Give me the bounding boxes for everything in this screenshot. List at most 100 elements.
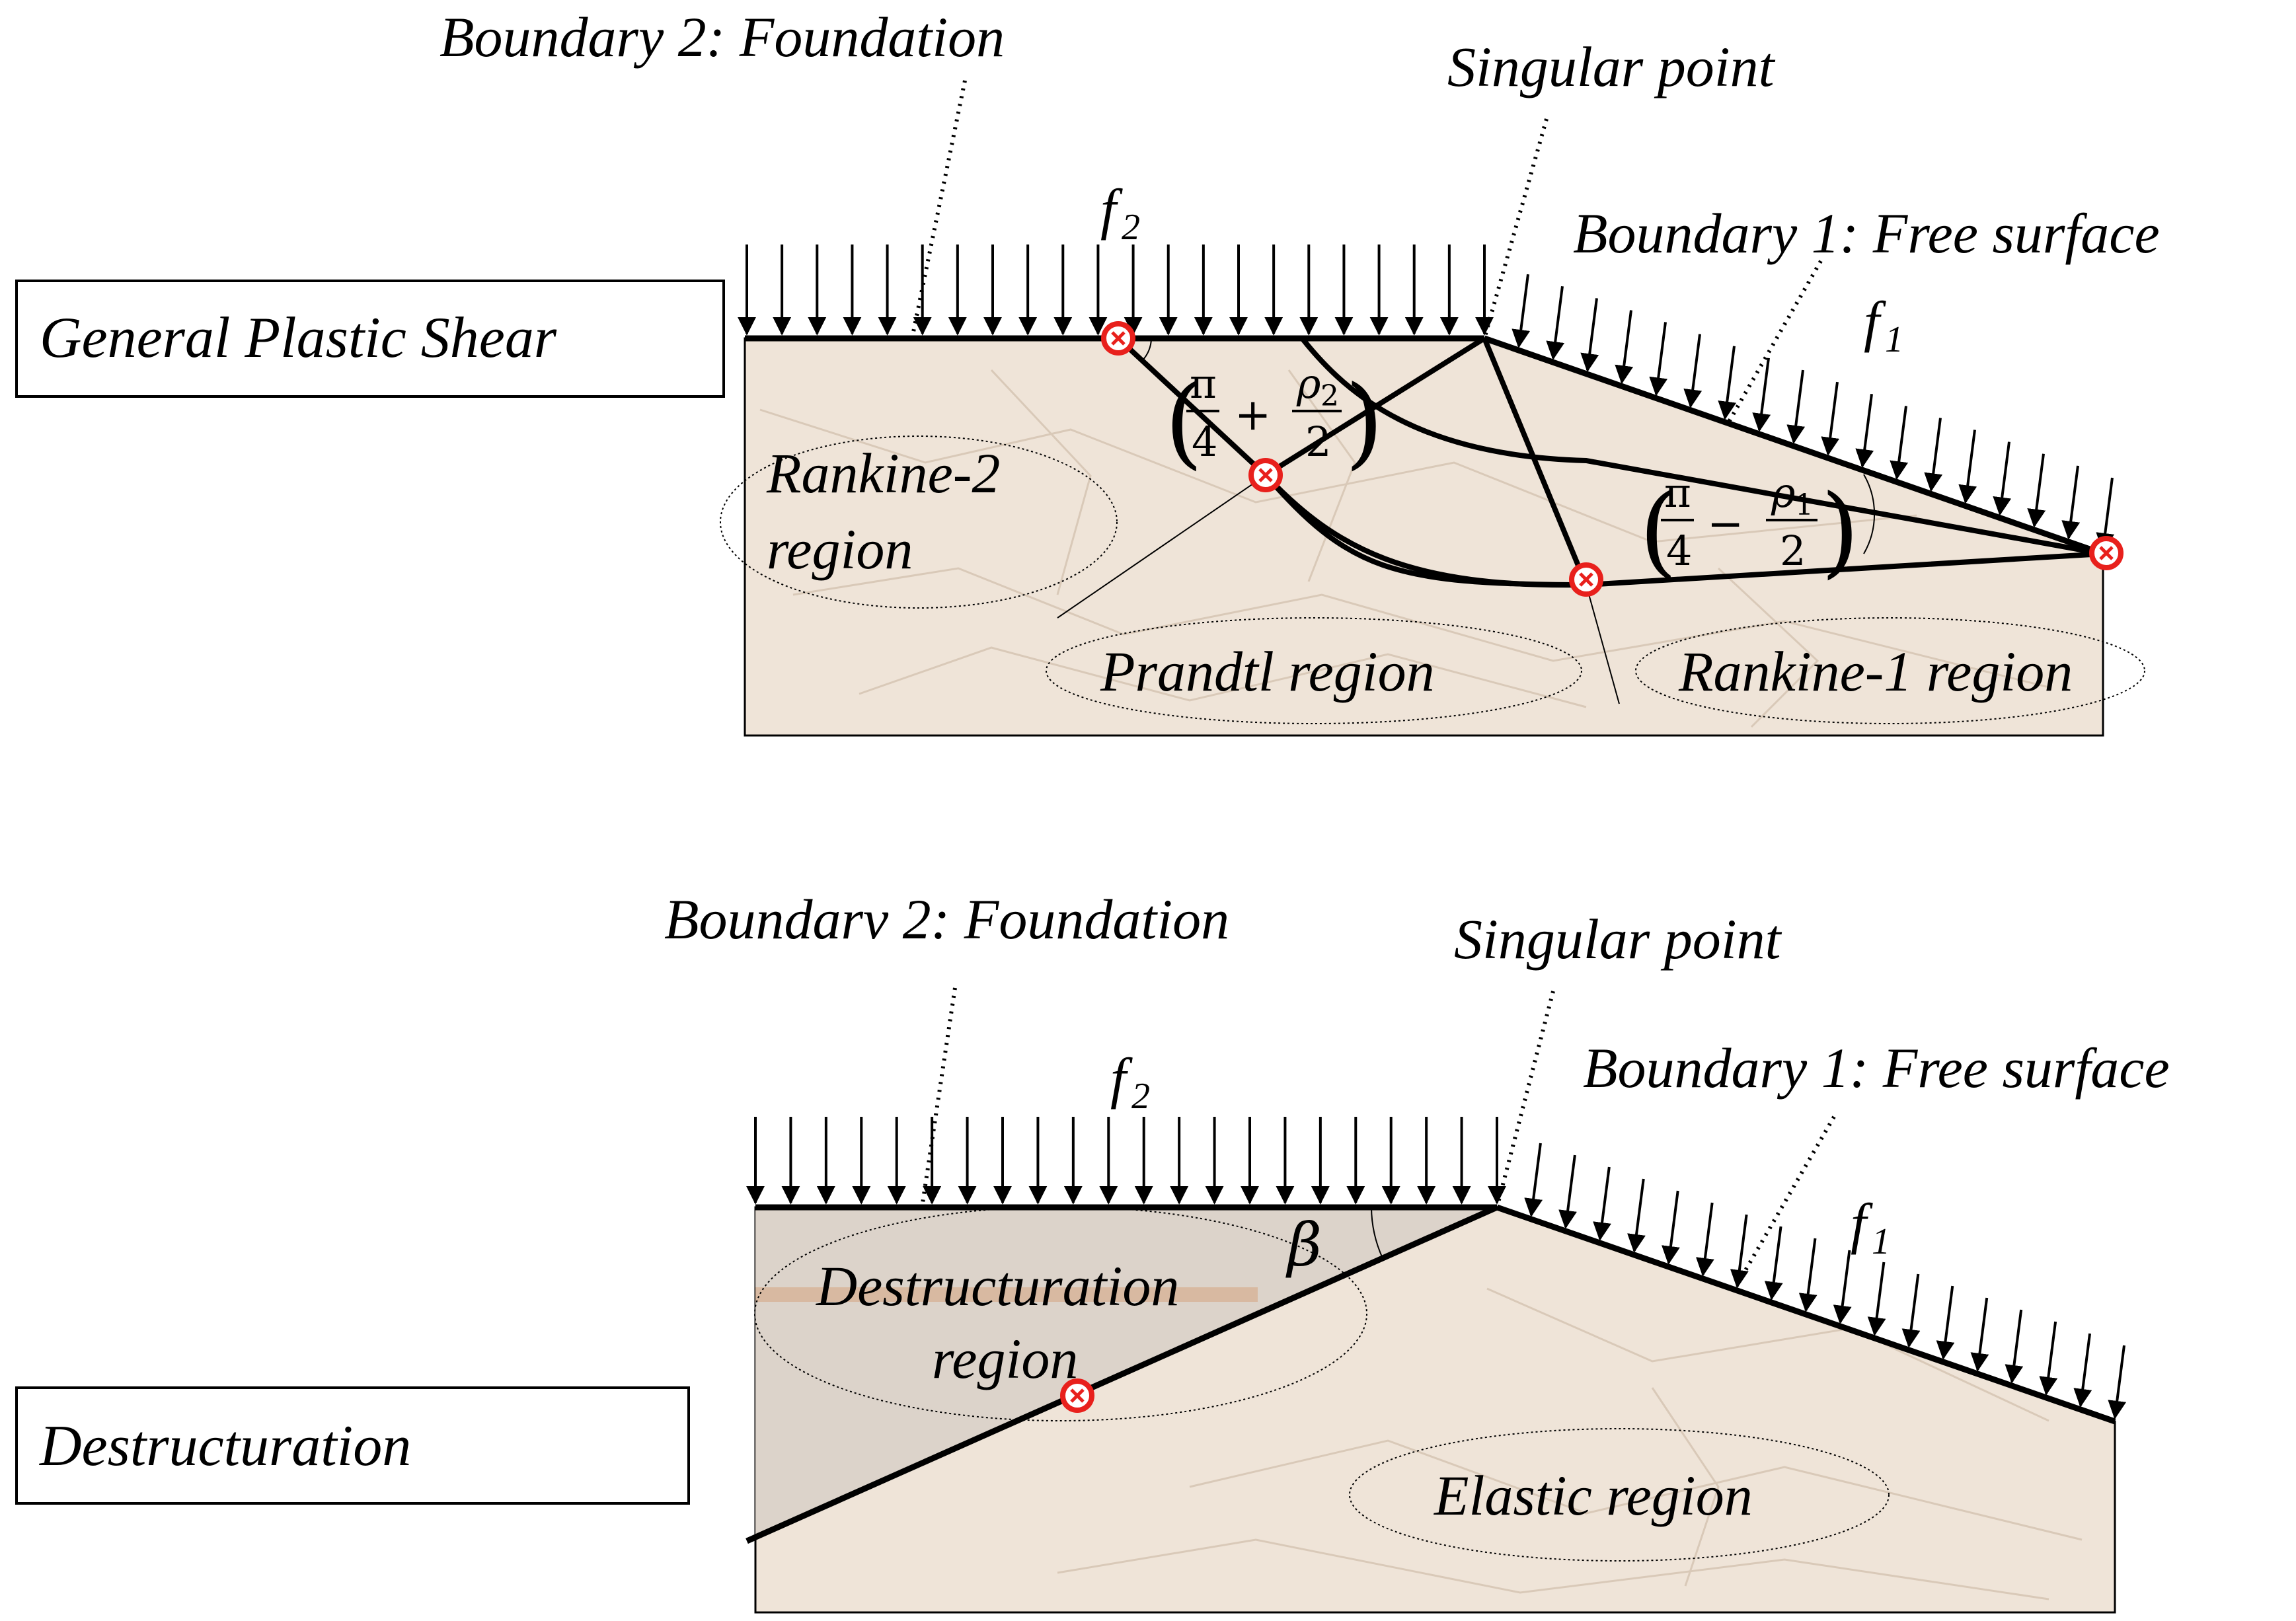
svg-text:(: (	[1639, 474, 1678, 589]
svg-text:2: 2	[1320, 379, 1339, 413]
svg-text:f: f	[1100, 177, 1123, 241]
destructuration-label-1: Destructuration	[816, 1254, 1179, 1318]
svg-text:2: 2	[1131, 1076, 1150, 1117]
down-arrow-icon	[1558, 1154, 1577, 1229]
down-arrow-icon	[1512, 274, 1531, 348]
svg-text:2: 2	[1780, 527, 1806, 575]
svg-text:(: (	[1165, 365, 1204, 480]
down-arrow-icon	[1867, 1262, 1886, 1336]
circled-x-icon	[2089, 536, 2124, 570]
panel-title: Destructuration	[39, 1414, 411, 1478]
svg-text:π: π	[1190, 359, 1217, 408]
down-arrow-icon	[1764, 1226, 1783, 1301]
down-arrow-icon	[2027, 453, 2046, 528]
down-arrow-icon	[2005, 1309, 2024, 1384]
destructuration-slip-line	[746, 1204, 1498, 1544]
svg-text:+: +	[1235, 389, 1271, 440]
down-arrow-icon	[1924, 418, 1943, 492]
svg-text:f: f	[1851, 1191, 1873, 1255]
elastic-ellipse	[1349, 1428, 1890, 1562]
svg-text:1: 1	[1872, 1221, 1890, 1262]
svg-text:): )	[1821, 474, 1860, 589]
svg-text:): )	[1345, 365, 1384, 480]
down-arrow-icon	[1649, 322, 1668, 396]
svg-text:f: f	[1864, 289, 1886, 353]
down-arrow-icon	[1524, 1143, 1543, 1217]
singular-leader	[1482, 118, 1549, 339]
down-arrow-icon	[1786, 369, 1806, 444]
down-arrow-icon	[1936, 1285, 1955, 1360]
rankine2-label-2: region	[767, 517, 913, 581]
destructuration-ellipse	[754, 1206, 1367, 1421]
down-arrow-icon	[1627, 1178, 1646, 1253]
boundary2-leader	[920, 987, 957, 1208]
f2-label: f 2	[1110, 1046, 1150, 1117]
boundary2-label: Boundarv 2: Foundation	[664, 887, 1229, 951]
circled-x-icon	[1569, 562, 1603, 597]
singular-label: Singular point	[1454, 907, 1782, 971]
panel-general-plastic-shear: General Plastic Shear	[15, 5, 2160, 737]
down-arrow-icon	[1615, 310, 1634, 385]
circled-x-icon	[1248, 458, 1283, 492]
slip-lines	[1116, 336, 2104, 588]
f2-label: f 2	[1100, 177, 1140, 248]
singular-leader	[1495, 991, 1555, 1208]
prandtl-label: Prandtl region	[1100, 640, 1435, 703]
rankine2-label-1: Rankine-2	[766, 441, 1000, 505]
rankine1-ellipse	[1635, 617, 2145, 724]
circled-x-icon	[1101, 321, 1135, 356]
down-arrow-icon	[2108, 1345, 2127, 1419]
beta-label: β	[1285, 1211, 1322, 1280]
svg-text:2: 2	[1122, 207, 1140, 248]
angle-arc-left	[1141, 338, 1152, 361]
f1-label: f 1	[1864, 289, 1903, 360]
down-arrow-icon	[1821, 381, 1840, 456]
down-arrow-icon	[1730, 1214, 1749, 1289]
svg-text:1: 1	[1795, 488, 1814, 522]
down-arrow-icon	[1580, 298, 1599, 373]
down-arrow-icon	[1993, 441, 2012, 516]
down-arrow-icon	[1683, 334, 1703, 408]
svg-text:f: f	[1110, 1046, 1133, 1110]
svg-text:4: 4	[1666, 527, 1692, 575]
load-arrows-free-surface	[1524, 1143, 2127, 1419]
svg-text:ρ: ρ	[1296, 359, 1320, 408]
down-arrow-icon	[1833, 1250, 1852, 1324]
down-arrow-icon	[1958, 430, 1977, 504]
destructuration-band	[755, 1287, 1258, 1302]
down-arrow-icon	[1593, 1166, 1611, 1241]
free-surface-boundary	[1496, 1204, 2116, 1425]
thin-line-rankine1	[1586, 584, 1620, 704]
load-arrows-foundation	[746, 1117, 1506, 1205]
rankine2-ellipse	[720, 435, 1118, 609]
svg-text:4: 4	[1192, 418, 1217, 466]
boundary1-leader	[1733, 1115, 1836, 1290]
beta-angle-arc	[1371, 1207, 1383, 1259]
down-arrow-icon	[1546, 285, 1565, 360]
free-surface-boundary	[1483, 335, 2104, 557]
boundary1-label: Boundary 1: Free surface	[1573, 202, 2160, 265]
down-arrow-icon	[1901, 1273, 1921, 1348]
singular-markers	[1101, 321, 2124, 597]
down-arrow-icon	[1890, 406, 1909, 480]
down-arrow-icon	[1662, 1190, 1680, 1265]
down-arrow-icon	[1970, 1297, 1989, 1372]
angle-formula-right: ( π 4 − ρ 1 2 )	[1639, 469, 1860, 589]
prandtl-ellipse	[1046, 617, 1582, 724]
svg-text:2: 2	[1305, 418, 1331, 466]
down-arrow-icon	[1752, 358, 1771, 432]
title-box	[15, 280, 725, 398]
svg-text:−: −	[1707, 498, 1743, 549]
load-arrows-foundation	[738, 245, 1494, 336]
svg-text:1: 1	[1885, 319, 1903, 360]
angle-arc-right	[1863, 474, 1876, 554]
panel-title: General Plastic Shear	[40, 306, 557, 370]
boundary1-label: Boundary 1: Free surface	[1583, 1036, 2170, 1100]
elastic-label: Elastic region	[1433, 1464, 1753, 1527]
title-box	[15, 1386, 690, 1505]
rankine1-label: Rankine-1 region	[1678, 640, 2073, 703]
down-arrow-icon	[2061, 465, 2081, 540]
down-arrow-icon	[1718, 346, 1737, 420]
panel-destructuration: Destructuration β Destructuration region…	[15, 887, 2170, 1614]
